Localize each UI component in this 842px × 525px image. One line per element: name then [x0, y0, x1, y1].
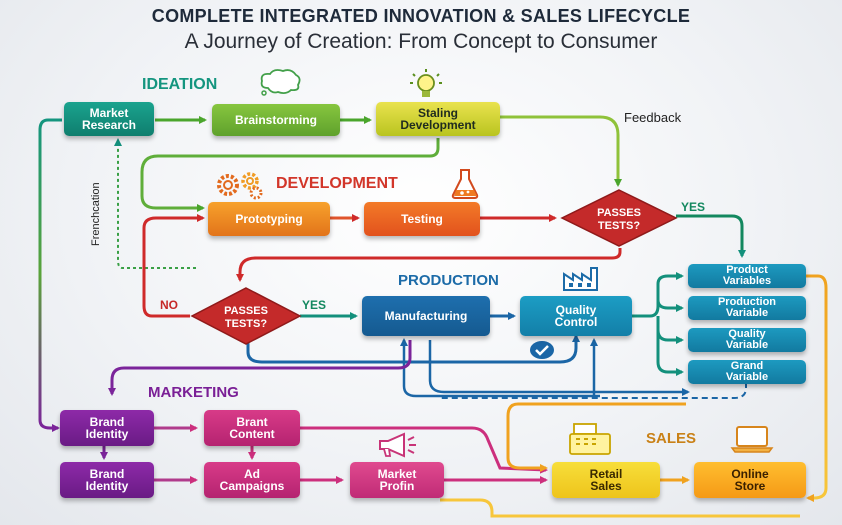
flask-icon [451, 169, 479, 199]
node-online-store: Online Store [694, 462, 806, 498]
yes-lower-label: YES [302, 298, 327, 312]
section-production: PRODUCTION [398, 272, 499, 289]
node-quality-control: Quality Control [520, 296, 632, 336]
decision-upper-line2: TESTS? [598, 220, 640, 232]
decision-lower-line2: TESTS? [225, 318, 267, 330]
decision-lower-line1: PASSES [224, 305, 268, 317]
diagram-title: COMPLETE INTEGRATED INNOVATION & SALES L… [151, 6, 691, 26]
yes-upper-label: YES [681, 200, 706, 214]
node-market-profin: Market Profin [350, 462, 444, 498]
node-product-variables: Product Variables [688, 264, 806, 288]
node-brant-content: Brant Content [204, 410, 300, 446]
decision-upper: PASSES TESTS? [560, 189, 678, 247]
node-grand-variable: Grand Variable [688, 360, 806, 384]
gears-icon [217, 172, 263, 200]
factory-icon [563, 267, 598, 291]
node-brand-identity-1: Brand Identity [60, 410, 154, 446]
decision-lower: PASSES TESTS? [190, 287, 302, 345]
node-testing: Testing [364, 202, 480, 236]
node-production-variable: Production Variable [688, 296, 806, 320]
thought-bubble-icon [260, 69, 301, 96]
lightbulb-icon [410, 69, 442, 97]
section-ideation: IDEATION [142, 76, 218, 93]
node-prototyping: Prototyping [208, 202, 330, 236]
node-quality-variable: Quality Variable [688, 328, 806, 352]
laptop-icon [730, 426, 774, 453]
diagram-subtitle: A Journey of Creation: From Concept to C… [184, 30, 658, 53]
node-retail-sales: Retail Sales [552, 462, 660, 498]
section-development: DEVELOPMENT [276, 175, 398, 192]
node-staling-development: Staling Development [376, 102, 500, 136]
section-marketing: MARKETING [148, 384, 239, 401]
section-sales: SALES [646, 430, 697, 447]
feedback-label: Feedback [624, 110, 682, 125]
node-ad-campaigns: Ad Campaigns [204, 462, 300, 498]
decision-upper-line1: PASSES [597, 207, 641, 219]
node-brainstorming: Brainstorming [212, 104, 340, 136]
megaphone-icon [379, 432, 416, 458]
frenchcation-label: Frenchcation [90, 182, 102, 246]
no-label: NO [160, 298, 178, 312]
node-market-research: Market Research [64, 102, 154, 136]
node-brand-identity-2: Brand Identity [60, 462, 154, 498]
checkmark-icon [530, 341, 554, 359]
cash-register-icon [569, 423, 611, 455]
node-manufacturing: Manufacturing [362, 296, 490, 336]
